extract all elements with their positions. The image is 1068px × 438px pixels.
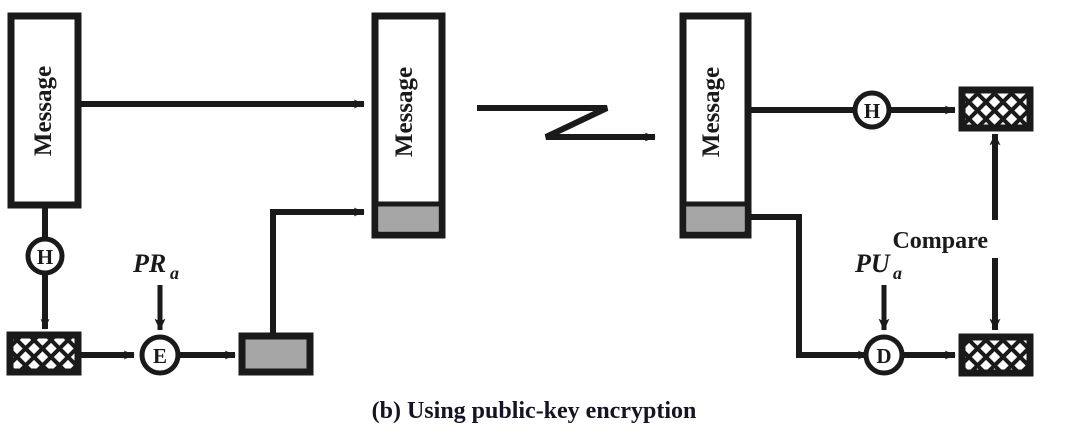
public-key-label: PU bbox=[854, 249, 891, 278]
received-signature-section bbox=[687, 206, 744, 231]
public-key-subscript: a bbox=[893, 263, 902, 283]
private-key-subscript: a bbox=[170, 263, 179, 283]
recovered-digest-box bbox=[958, 333, 1034, 377]
decrypt-label: D bbox=[876, 344, 891, 368]
transmitted-signature-section bbox=[379, 206, 438, 231]
sender-message-label: Message bbox=[30, 66, 57, 156]
sender-hash-circle: H bbox=[25, 236, 65, 276]
received-message-rect bbox=[679, 12, 752, 239]
public-key-label-group: PU a bbox=[854, 249, 902, 283]
zigzag-transmission-arrow bbox=[477, 105, 656, 142]
received-signature-to-decrypt-path bbox=[748, 214, 869, 360]
zigzag-path bbox=[477, 105, 656, 142]
compare-label: Compare bbox=[892, 228, 988, 254]
sender-digest-rect bbox=[6, 331, 82, 376]
sender-message-box: Message bbox=[7, 12, 82, 209]
received-message-box: Message bbox=[679, 12, 752, 239]
decrypt-circle: D bbox=[863, 334, 905, 376]
sender-digest-box bbox=[6, 331, 82, 376]
private-key-label-group: PR a bbox=[132, 249, 179, 283]
encrypted-digest-block bbox=[238, 332, 314, 376]
computed-digest-box bbox=[958, 86, 1034, 132]
receiver-hash-circle: H bbox=[852, 90, 892, 130]
transmitted-message-label: Message bbox=[391, 67, 418, 157]
sender-hash-label: H bbox=[37, 245, 53, 269]
received-message-label: Message bbox=[698, 67, 725, 157]
signature-to-transmit-path bbox=[270, 207, 365, 336]
private-key-label: PR bbox=[132, 249, 166, 278]
receiver-hash-label: H bbox=[864, 99, 880, 123]
transmitted-message-rect bbox=[371, 12, 446, 239]
figure-caption: (b) Using public-key encryption bbox=[372, 398, 697, 424]
encrypt-circle: E bbox=[139, 334, 181, 376]
encrypt-label: E bbox=[153, 344, 167, 368]
transmitted-message-box: Message bbox=[371, 12, 446, 239]
